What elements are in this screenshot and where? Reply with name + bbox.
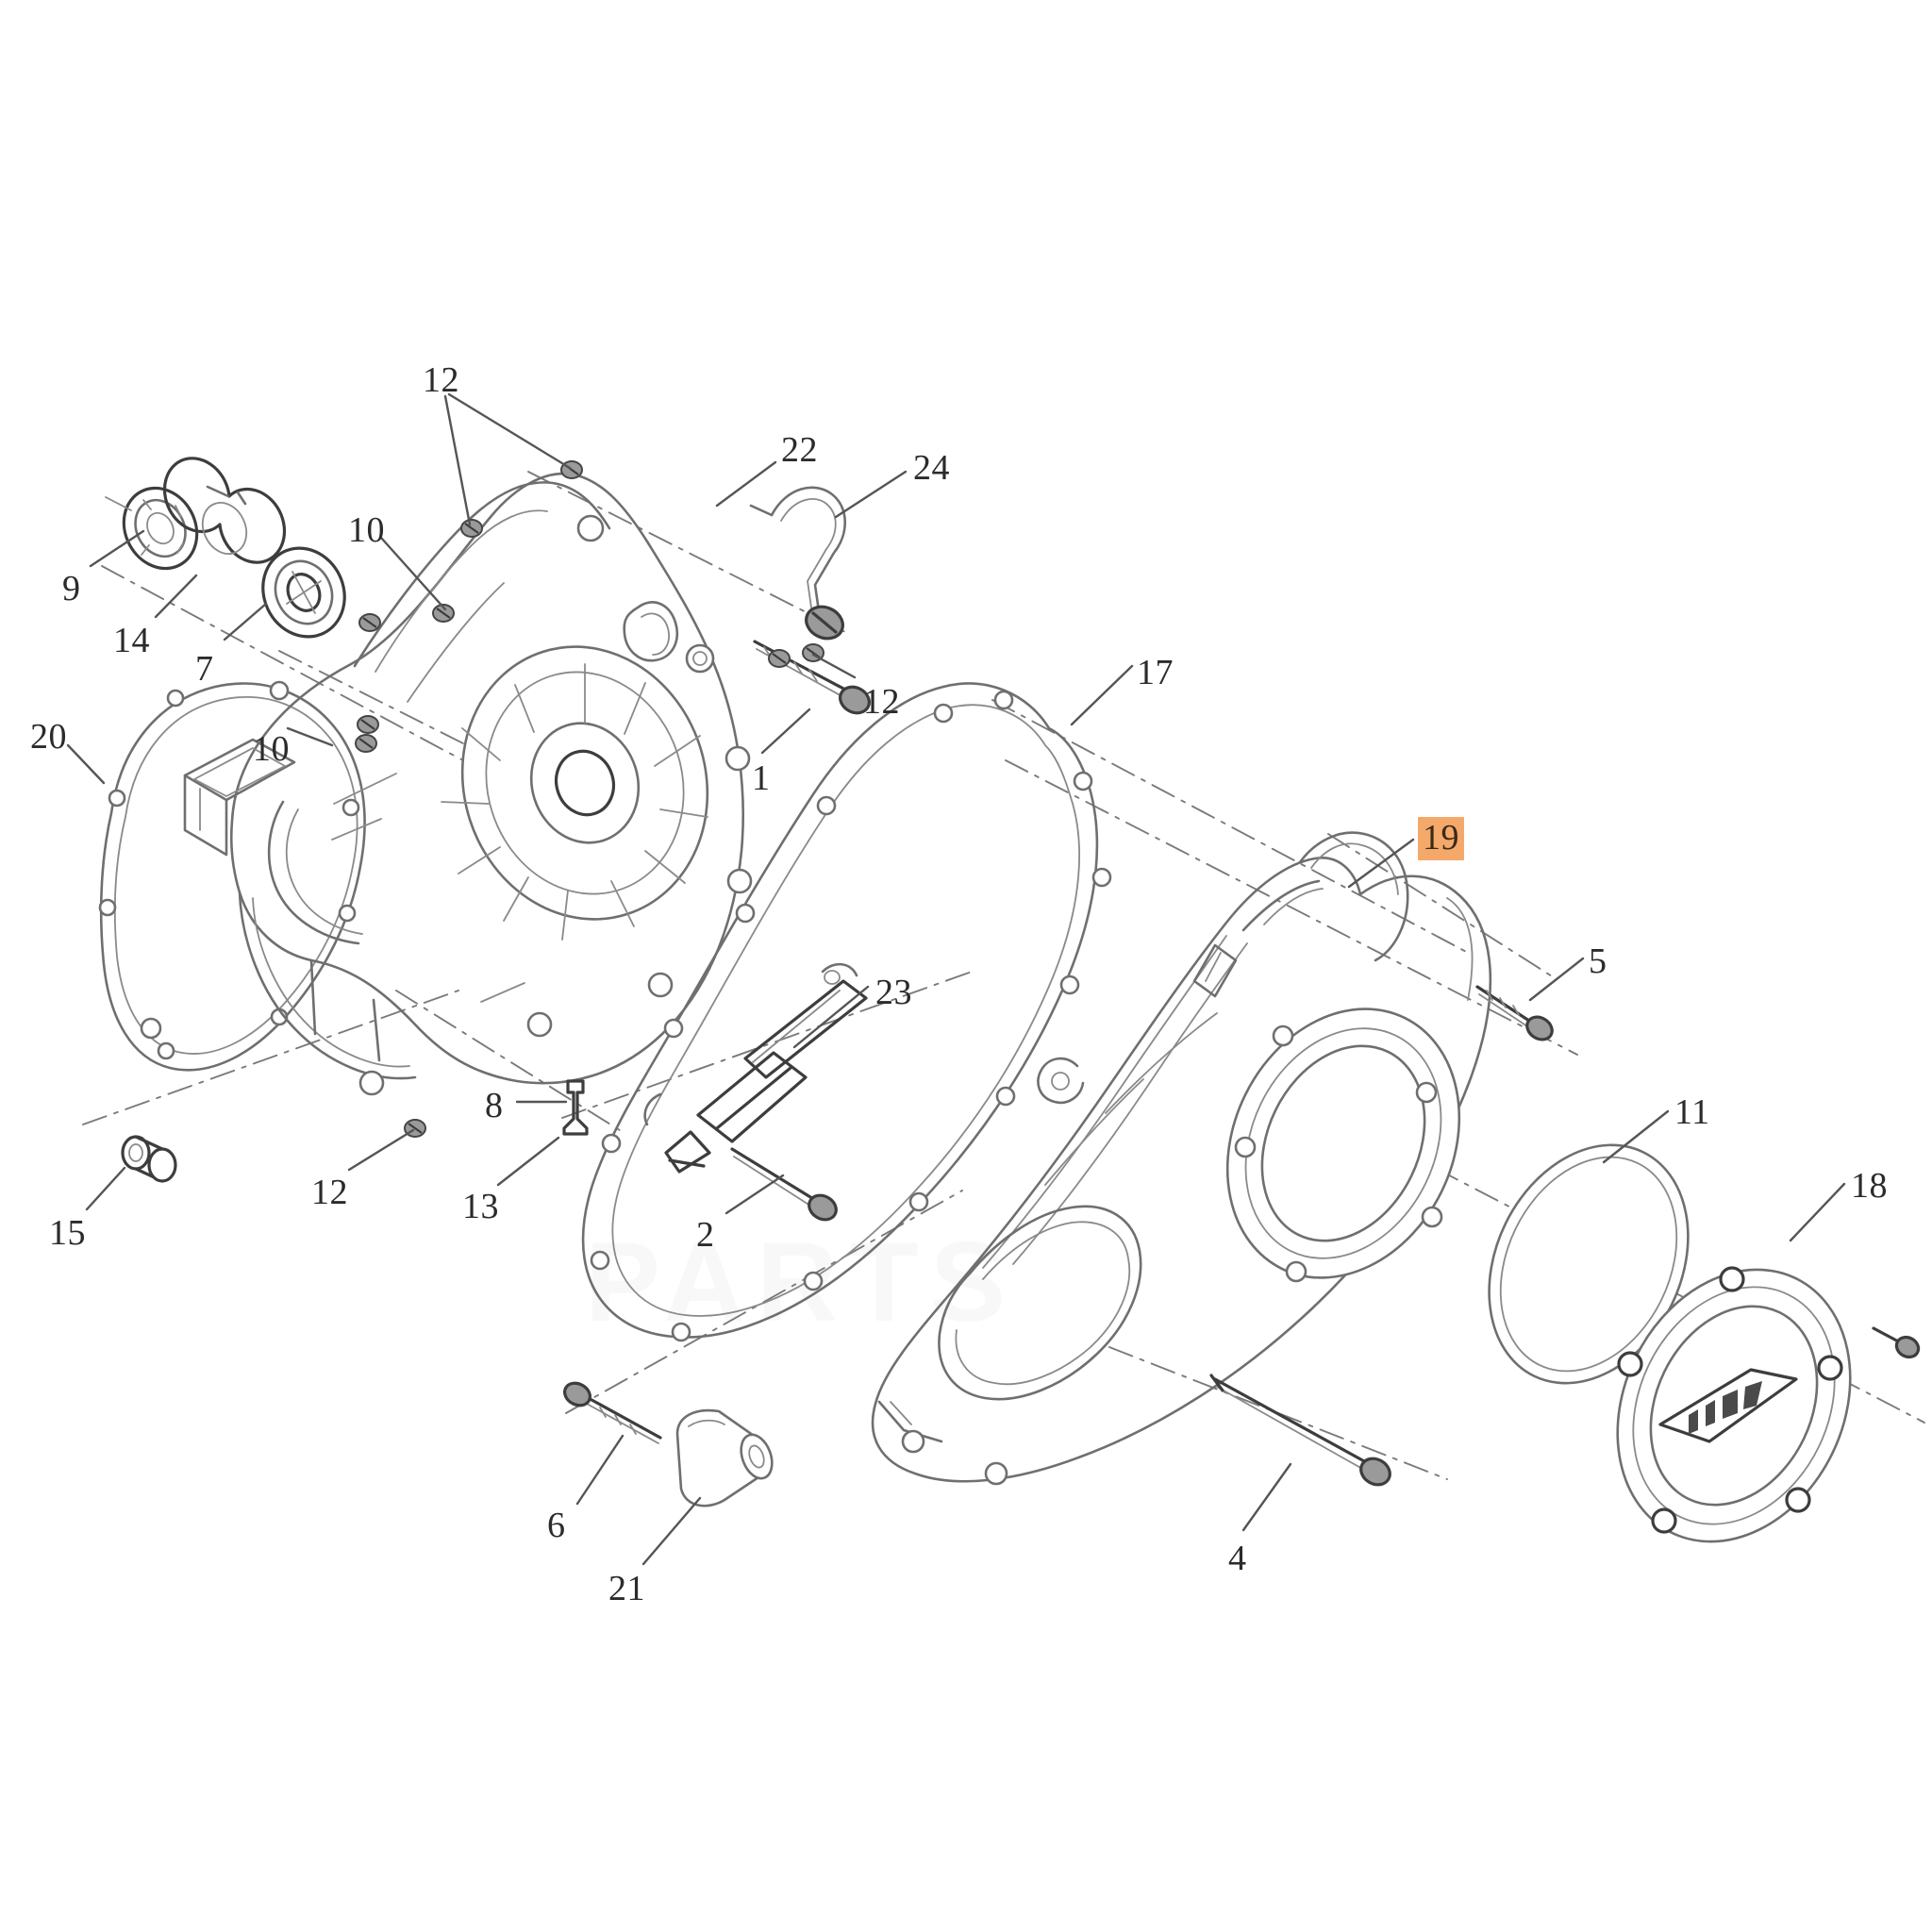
callout-7[interactable]: 7 — [195, 649, 214, 689]
callout-19-selected[interactable]: 19 — [1418, 817, 1464, 860]
leader-1 — [760, 708, 811, 755]
callout-22[interactable]: 22 — [781, 430, 818, 470]
screw-5 — [1475, 985, 1554, 1041]
callout-4[interactable]: 4 — [1228, 1539, 1247, 1578]
callout-24[interactable]: 24 — [913, 448, 950, 488]
spacer-15 — [121, 1135, 177, 1183]
callout-21[interactable]: 21 — [608, 1569, 645, 1608]
callout-18[interactable]: 18 — [1851, 1166, 1888, 1206]
chain-tensioner-23 — [643, 962, 868, 1174]
pin-8-13 — [562, 1079, 589, 1136]
bolt-18-fastener — [1872, 1326, 1921, 1359]
screw-4 — [1209, 1374, 1391, 1487]
callout-12[interactable]: 12 — [311, 1173, 348, 1212]
callout-10[interactable]: 10 — [253, 729, 290, 769]
inner-primary-housing-1 — [140, 472, 753, 1096]
callout-1[interactable]: 1 — [752, 758, 771, 798]
leader-4 — [1241, 1462, 1292, 1532]
callout-6[interactable]: 6 — [547, 1506, 566, 1545]
leader-7 — [223, 602, 268, 641]
bearing-race-9 — [105, 486, 199, 571]
leader-23 — [792, 985, 870, 1049]
callout-13[interactable]: 13 — [462, 1187, 499, 1226]
leader-10a — [379, 536, 447, 611]
leader-19 — [1347, 838, 1415, 889]
leader-21 — [641, 1496, 702, 1566]
watermark-text: PARTS — [585, 1219, 1017, 1345]
leader-10b — [286, 726, 334, 747]
spacer-21 — [675, 1408, 774, 1507]
leader-20 — [66, 743, 106, 785]
leader-6 — [575, 1434, 625, 1506]
callout-10[interactable]: 10 — [348, 510, 385, 550]
callout-2[interactable]: 2 — [696, 1215, 715, 1255]
derby-logo-badge — [1658, 1368, 1798, 1443]
leader-18 — [1789, 1182, 1846, 1242]
leader-12a-2 — [443, 394, 472, 526]
callout-12[interactable]: 12 — [863, 682, 900, 722]
snap-ring-14 — [162, 457, 287, 564]
leader-12a-1 — [447, 392, 572, 470]
primary-cover-gasket-17 — [581, 682, 1112, 1342]
screw-2 — [730, 1147, 838, 1222]
bearing-7 — [261, 546, 346, 639]
screw-6 — [563, 1381, 662, 1444]
callout-9[interactable]: 9 — [62, 569, 81, 608]
gasket-20 — [98, 680, 366, 1072]
leader-13 — [496, 1136, 560, 1187]
callout-14[interactable]: 14 — [113, 621, 150, 660]
hook-bracket-24 — [749, 486, 846, 668]
leader-12b — [811, 653, 857, 679]
leader-lines — [66, 392, 1846, 1566]
leader-11 — [1602, 1109, 1670, 1164]
derby-cover-18 — [1616, 1266, 1852, 1543]
leader-24 — [834, 470, 908, 519]
callout-11[interactable]: 11 — [1674, 1092, 1710, 1132]
derby-o-ring-11 — [1488, 1143, 1690, 1385]
leader-22 — [715, 460, 777, 508]
leader-12c — [347, 1128, 415, 1172]
outer-primary-cover-19 — [871, 831, 1492, 1486]
callout-23[interactable]: 23 — [875, 973, 912, 1012]
callout-15[interactable]: 15 — [49, 1213, 86, 1253]
leader-17 — [1070, 664, 1134, 726]
callout-12[interactable]: 12 — [423, 360, 459, 400]
leader-15 — [85, 1166, 126, 1211]
callout-20[interactable]: 20 — [30, 717, 67, 757]
leader-2 — [724, 1174, 785, 1215]
callout-17[interactable]: 17 — [1137, 653, 1174, 692]
callout-8[interactable]: 8 — [485, 1086, 504, 1125]
leader-5 — [1528, 957, 1585, 1002]
callout-5[interactable]: 5 — [1589, 941, 1607, 981]
leader-14 — [154, 574, 198, 619]
leader-9 — [89, 529, 145, 568]
